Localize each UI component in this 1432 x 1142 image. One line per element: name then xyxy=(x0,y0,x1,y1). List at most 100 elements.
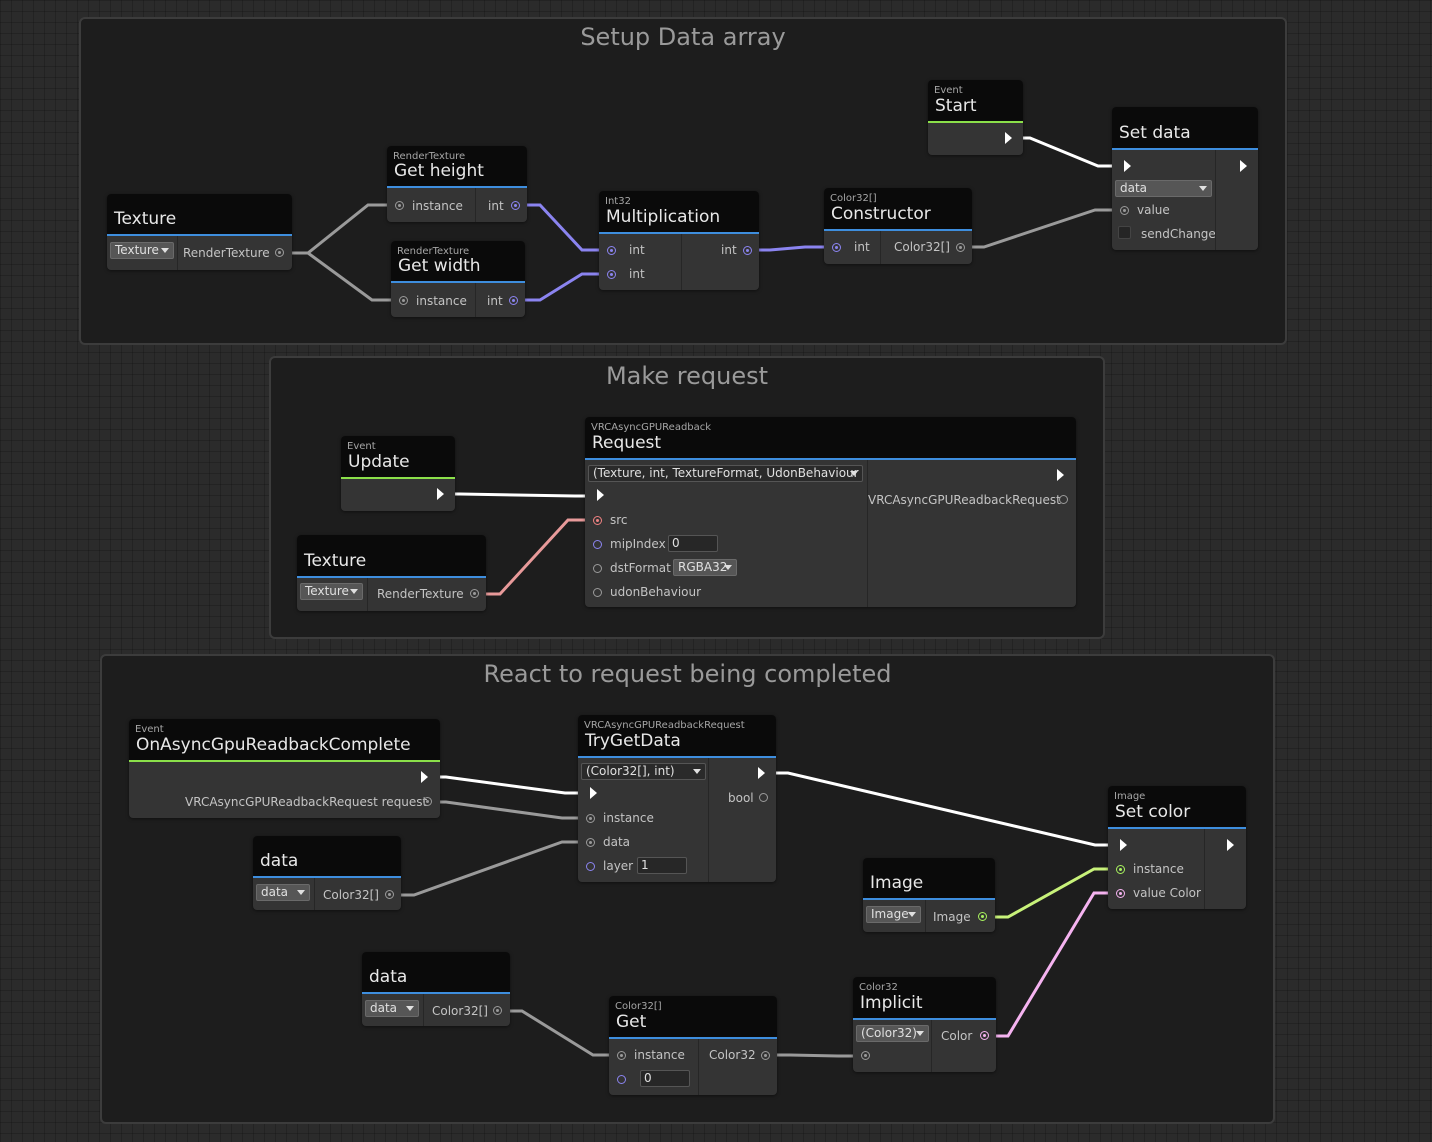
group-title: Make request xyxy=(605,362,769,390)
output-port[interactable] xyxy=(978,912,987,921)
constructor-node[interactable]: Color32[] Constructor int Color32[] xyxy=(824,188,972,264)
overload-dropdown[interactable]: (Texture, int, TextureFormat, UdonBehavi… xyxy=(588,465,863,482)
node-header: Texture xyxy=(297,535,486,578)
divider xyxy=(925,900,926,932)
node-subtitle: Event xyxy=(934,85,963,96)
get-element-node[interactable]: Color32[] Get instance 0 Color32 xyxy=(609,996,777,1095)
variable-dropdown[interactable]: data xyxy=(365,1000,419,1017)
flow-out-arrow-icon[interactable] xyxy=(421,771,428,783)
dstformat-dropdown[interactable]: RGBA32 xyxy=(673,559,737,576)
get-height-node[interactable]: RenderTexture Get height instance int xyxy=(387,146,527,222)
node-subtitle: Color32[] xyxy=(830,193,877,204)
output-port[interactable] xyxy=(493,1006,502,1015)
send-change-label: sendChange xyxy=(1141,227,1216,241)
send-change-checkbox[interactable] xyxy=(1118,226,1131,239)
set-data-node[interactable]: Set data data value sendChange xyxy=(1112,107,1258,250)
instance-port[interactable] xyxy=(586,814,595,823)
node-header: Event Update xyxy=(341,436,455,479)
output-port[interactable] xyxy=(385,890,394,899)
output-port[interactable] xyxy=(275,248,284,257)
output-label: Color32[] xyxy=(894,240,950,254)
input-port[interactable] xyxy=(861,1051,870,1060)
node-title: Implicit xyxy=(860,993,923,1013)
input-port[interactable] xyxy=(832,243,841,252)
instance-port[interactable] xyxy=(617,1051,626,1060)
output-port[interactable] xyxy=(509,296,518,305)
output-port[interactable] xyxy=(956,243,965,252)
divider xyxy=(367,578,368,611)
start-event-node[interactable]: Event Start xyxy=(928,80,1023,155)
flow-out-arrow-icon[interactable] xyxy=(437,488,444,500)
dropdown-value: Texture xyxy=(305,584,349,598)
texture-node[interactable]: Texture Texture RenderTexture xyxy=(107,194,292,270)
flow-out-arrow-icon[interactable] xyxy=(1005,132,1012,144)
input-label-a: int xyxy=(629,243,645,257)
src-port[interactable] xyxy=(593,516,602,525)
index-port[interactable] xyxy=(617,1075,626,1084)
output-port[interactable] xyxy=(743,246,752,255)
mipindex-field[interactable]: 0 xyxy=(668,535,718,552)
node-header: Set data xyxy=(1112,107,1258,150)
implicit-node[interactable]: Color32 Implicit (Color32) Color xyxy=(853,977,996,1072)
layer-port[interactable] xyxy=(586,862,595,871)
node-header: RenderTexture Get width xyxy=(391,241,525,283)
flow-in-arrow-icon[interactable] xyxy=(590,787,597,799)
output-label: int xyxy=(487,294,503,308)
flow-in-arrow-icon[interactable] xyxy=(597,489,604,501)
set-color-node[interactable]: Image Set color instance value Color xyxy=(1108,786,1246,909)
texture-dropdown[interactable]: Texture xyxy=(300,583,363,600)
group-setup-data-array[interactable]: Setup Data array xyxy=(79,17,1287,345)
udonbehaviour-port[interactable] xyxy=(593,588,602,597)
on-readback-complete-node[interactable]: Event OnAsyncGpuReadbackComplete VRCAsyn… xyxy=(129,719,440,818)
value-port[interactable] xyxy=(1116,889,1125,898)
node-title: Get width xyxy=(398,256,481,276)
mipindex-port[interactable] xyxy=(593,540,602,549)
try-get-data-node[interactable]: VRCAsyncGPUReadbackRequest TryGetData (C… xyxy=(578,715,776,882)
multiplication-node[interactable]: Int32 Multiplication int int int xyxy=(599,191,759,290)
flow-out-arrow-icon[interactable] xyxy=(1240,160,1247,172)
input-port-b[interactable] xyxy=(607,270,616,279)
flow-in-arrow-icon[interactable] xyxy=(1120,839,1127,851)
image-node[interactable]: Image Image Image xyxy=(863,858,995,932)
instance-port[interactable] xyxy=(395,201,404,210)
input-port-a[interactable] xyxy=(607,246,616,255)
update-event-node[interactable]: Event Update xyxy=(341,436,455,511)
get-width-node[interactable]: RenderTexture Get width instance int xyxy=(391,241,525,317)
dstformat-port[interactable] xyxy=(593,564,602,573)
output-label: VRCAsyncGPUReadbackRequest request xyxy=(185,795,428,809)
output-port[interactable] xyxy=(470,589,479,598)
divider xyxy=(708,758,709,882)
request-output-port[interactable] xyxy=(423,797,432,806)
variable-dropdown[interactable]: data xyxy=(256,884,310,901)
flow-out-arrow-icon[interactable] xyxy=(1227,839,1234,851)
overload-dropdown[interactable]: (Color32) xyxy=(856,1025,929,1042)
node-header: Event Start xyxy=(928,80,1023,123)
instance-port[interactable] xyxy=(399,296,408,305)
node-subtitle: VRCAsyncGPUReadback xyxy=(591,422,712,433)
overload-dropdown[interactable]: (Color32[], int) xyxy=(581,763,706,780)
image-dropdown[interactable]: Image xyxy=(866,906,921,923)
output-port[interactable] xyxy=(980,1031,989,1040)
bool-output-port[interactable] xyxy=(759,793,768,802)
variable-dropdown[interactable]: data xyxy=(1115,180,1212,197)
data-variable-node[interactable]: data data Color32[] xyxy=(253,836,401,910)
node-title: Constructor xyxy=(831,204,931,224)
flow-in-arrow-icon[interactable] xyxy=(1124,160,1131,172)
chevron-down-icon xyxy=(1199,186,1207,191)
request-node[interactable]: VRCAsyncGPUReadback Request (Texture, in… xyxy=(585,417,1076,607)
texture-node[interactable]: Texture Texture RenderTexture xyxy=(297,535,486,611)
dropdown-value: RGBA32 xyxy=(678,560,728,574)
value-port[interactable] xyxy=(1120,206,1129,215)
flow-out-arrow-icon[interactable] xyxy=(758,767,765,779)
index-field[interactable]: 0 xyxy=(640,1070,690,1087)
flow-out-arrow-icon[interactable] xyxy=(1057,469,1064,481)
data-variable-node[interactable]: data data Color32[] xyxy=(362,952,510,1026)
layer-field[interactable]: 1 xyxy=(637,857,687,874)
output-port[interactable] xyxy=(511,201,520,210)
output-port[interactable] xyxy=(761,1051,770,1060)
texture-dropdown[interactable]: Texture xyxy=(110,242,174,259)
output-port[interactable] xyxy=(1059,495,1068,504)
data-port[interactable] xyxy=(586,838,595,847)
instance-port[interactable] xyxy=(1116,865,1125,874)
output-label: int xyxy=(488,199,504,213)
